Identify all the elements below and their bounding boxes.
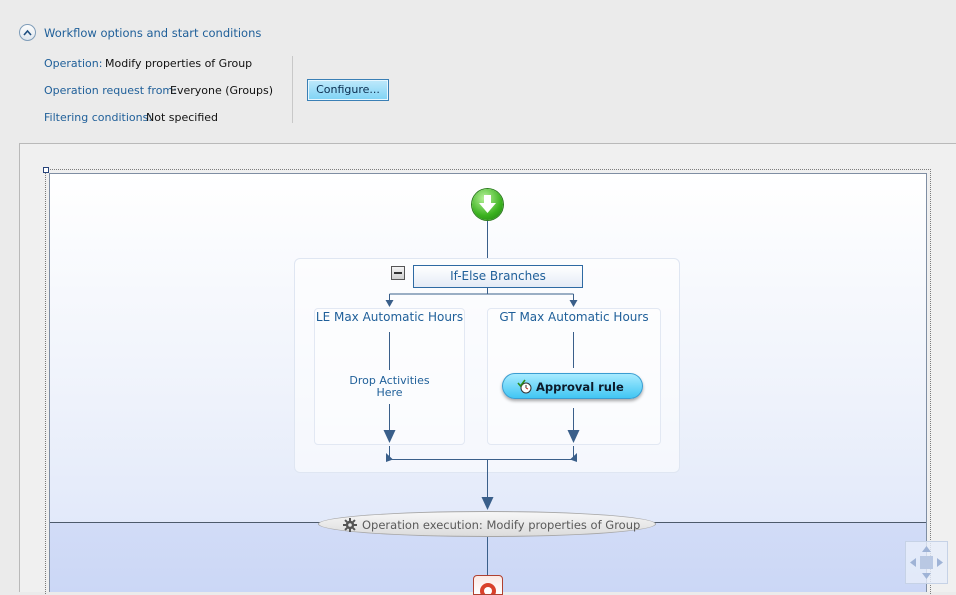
branch-le-title[interactable]: LE Max Automatic Hours xyxy=(315,310,464,324)
header-divider xyxy=(292,56,293,123)
section-title[interactable]: Workflow options and start conditions xyxy=(44,26,262,40)
selection-handle[interactable] xyxy=(43,167,49,173)
ifelse-branches-title[interactable]: If-Else Branches xyxy=(413,265,583,288)
branch-gt-title[interactable]: GT Max Automatic Hours xyxy=(499,310,649,324)
operation-execution-label: Operation execution: Modify properties o… xyxy=(362,518,641,532)
approval-rule-icon xyxy=(517,379,532,394)
approval-rule-label: Approval rule xyxy=(536,380,624,394)
approval-rule-activity[interactable]: Approval rule xyxy=(502,373,643,399)
workflow-stop-node[interactable] xyxy=(473,575,503,595)
drop-activities-line2: Here xyxy=(376,386,403,399)
gear-icon xyxy=(343,518,357,532)
filtering-value: Not specified xyxy=(146,111,219,124)
pan-button[interactable] xyxy=(905,541,948,584)
workflow-start-node[interactable] xyxy=(472,189,503,220)
chevron-up-icon xyxy=(23,29,32,36)
collapse-options-button[interactable] xyxy=(19,24,36,41)
operation-label: Operation: xyxy=(44,57,103,70)
pan-icon xyxy=(910,546,943,579)
request-from-label: Operation request from: xyxy=(44,84,177,97)
drop-activities-line1: Drop Activities xyxy=(349,374,430,387)
workflow-selection-outline xyxy=(45,169,931,594)
configure-button[interactable]: Configure... xyxy=(307,79,389,101)
operation-value: Modify properties of Group xyxy=(105,57,253,70)
collapse-minus-icon[interactable] xyxy=(391,266,405,280)
operation-execution-node[interactable]: Operation execution: Modify properties o… xyxy=(318,511,656,537)
start-arrow-icon xyxy=(479,195,496,213)
request-from-value: Everyone (Groups) xyxy=(170,84,274,97)
filtering-label: Filtering conditions: xyxy=(44,111,153,124)
stop-icon xyxy=(480,583,496,594)
